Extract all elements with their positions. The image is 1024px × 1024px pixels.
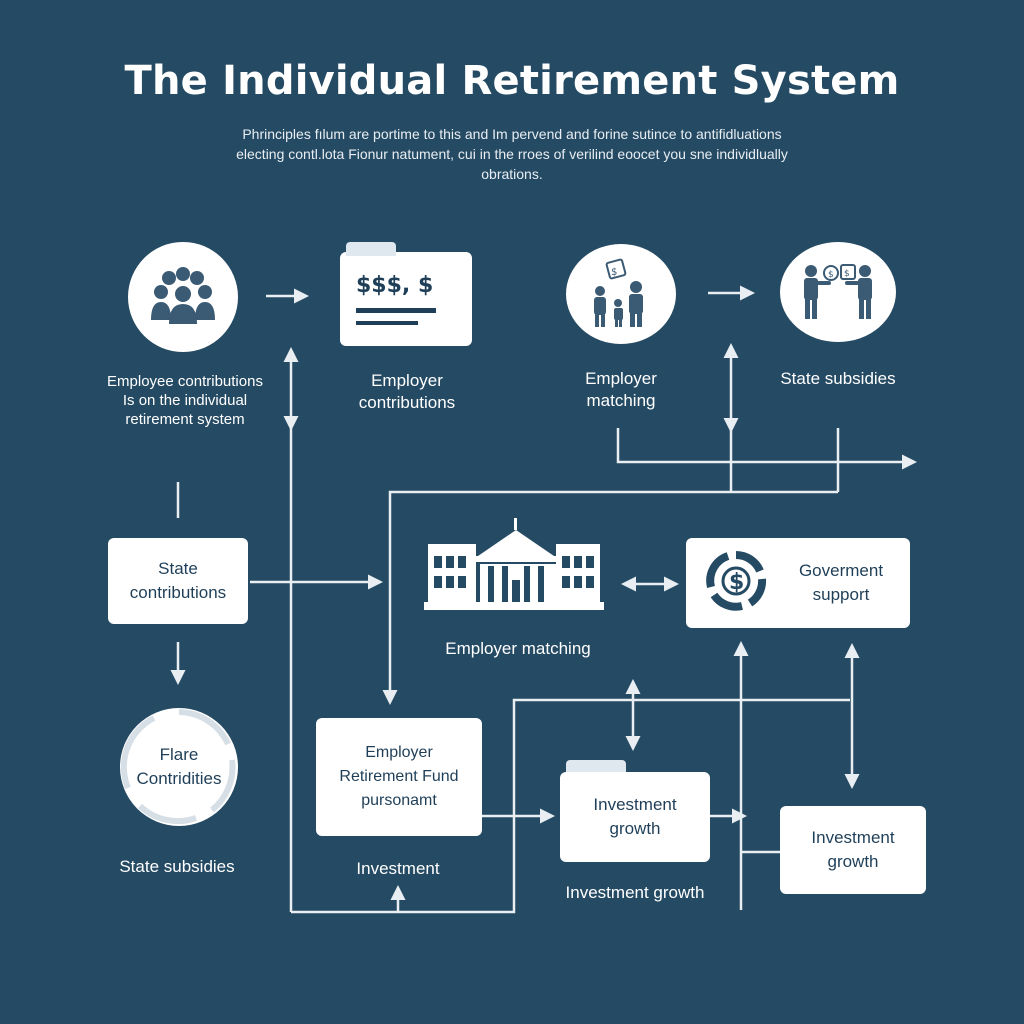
line-top-right-bus [616, 428, 917, 470]
money-document-icon: $$$, $ [356, 273, 456, 325]
state-subsidies-top-label: State subsidies [780, 369, 896, 388]
government-support-label: Goverment support [798, 561, 884, 604]
dollar-cycle-icon: $ [704, 549, 768, 618]
investment-label: Investment [356, 859, 440, 878]
handshake-exchange-icon: $ $ [797, 259, 879, 325]
diagram-subtitle: Phrinciples fılum are portime to this an… [236, 126, 788, 182]
svg-text:$: $ [611, 267, 617, 278]
state-contributions-label: State contributions [129, 559, 227, 602]
employee-contributions-label: Employee contributions Is on the individ… [107, 373, 263, 428]
investment-growth-right-box[interactable]: Investment growth [780, 806, 926, 894]
document-amount: $$$, $ [356, 273, 434, 298]
employer-contributions-label: Employer contributions [358, 371, 456, 412]
employer-contributions-card[interactable]: $$$, $ [340, 252, 472, 346]
investment-growth-mid-label: Investment growth [593, 795, 677, 838]
employer-matching-center-label: Employer matching [445, 639, 591, 658]
employer-retirement-fund-box[interactable]: Employer Retirement Fund pursonamt [316, 718, 482, 836]
investment-growth-mid-box[interactable]: Investment growth [560, 772, 710, 862]
state-subsidies-circle[interactable]: $ $ [780, 242, 896, 342]
flare-contributions-label: Flare Contridities [136, 745, 222, 788]
employer-retirement-fund-label: Employer Retirement Fund pursonamt [339, 744, 459, 809]
state-contributions-box[interactable]: State contributions [108, 538, 248, 624]
flare-contributions-circle[interactable]: Flare Contridities [120, 708, 238, 826]
government-building-icon[interactable] [424, 516, 604, 612]
folder-tab [346, 242, 396, 256]
employer-matching-top-label: Employer matching [585, 369, 657, 410]
government-support-box[interactable]: $ Goverment support [686, 538, 910, 628]
segmented-ring-icon [120, 709, 236, 825]
people-group-icon [147, 264, 219, 330]
employee-contributions-circle[interactable] [128, 242, 238, 352]
investment-growth-right-label: Investment growth [811, 828, 895, 871]
family-money-icon: $ [586, 255, 656, 333]
investment-growth-caption: Investment growth [565, 883, 705, 902]
svg-text:$: $ [828, 270, 834, 280]
employer-matching-circle[interactable]: $ [566, 244, 676, 344]
diagram-title: The Individual Retirement System [124, 58, 900, 104]
state-subsidies-bottom-label: State subsidies [119, 857, 235, 876]
svg-text:$: $ [729, 570, 744, 595]
line-top-to-center [382, 490, 838, 705]
svg-text:$: $ [844, 269, 850, 279]
